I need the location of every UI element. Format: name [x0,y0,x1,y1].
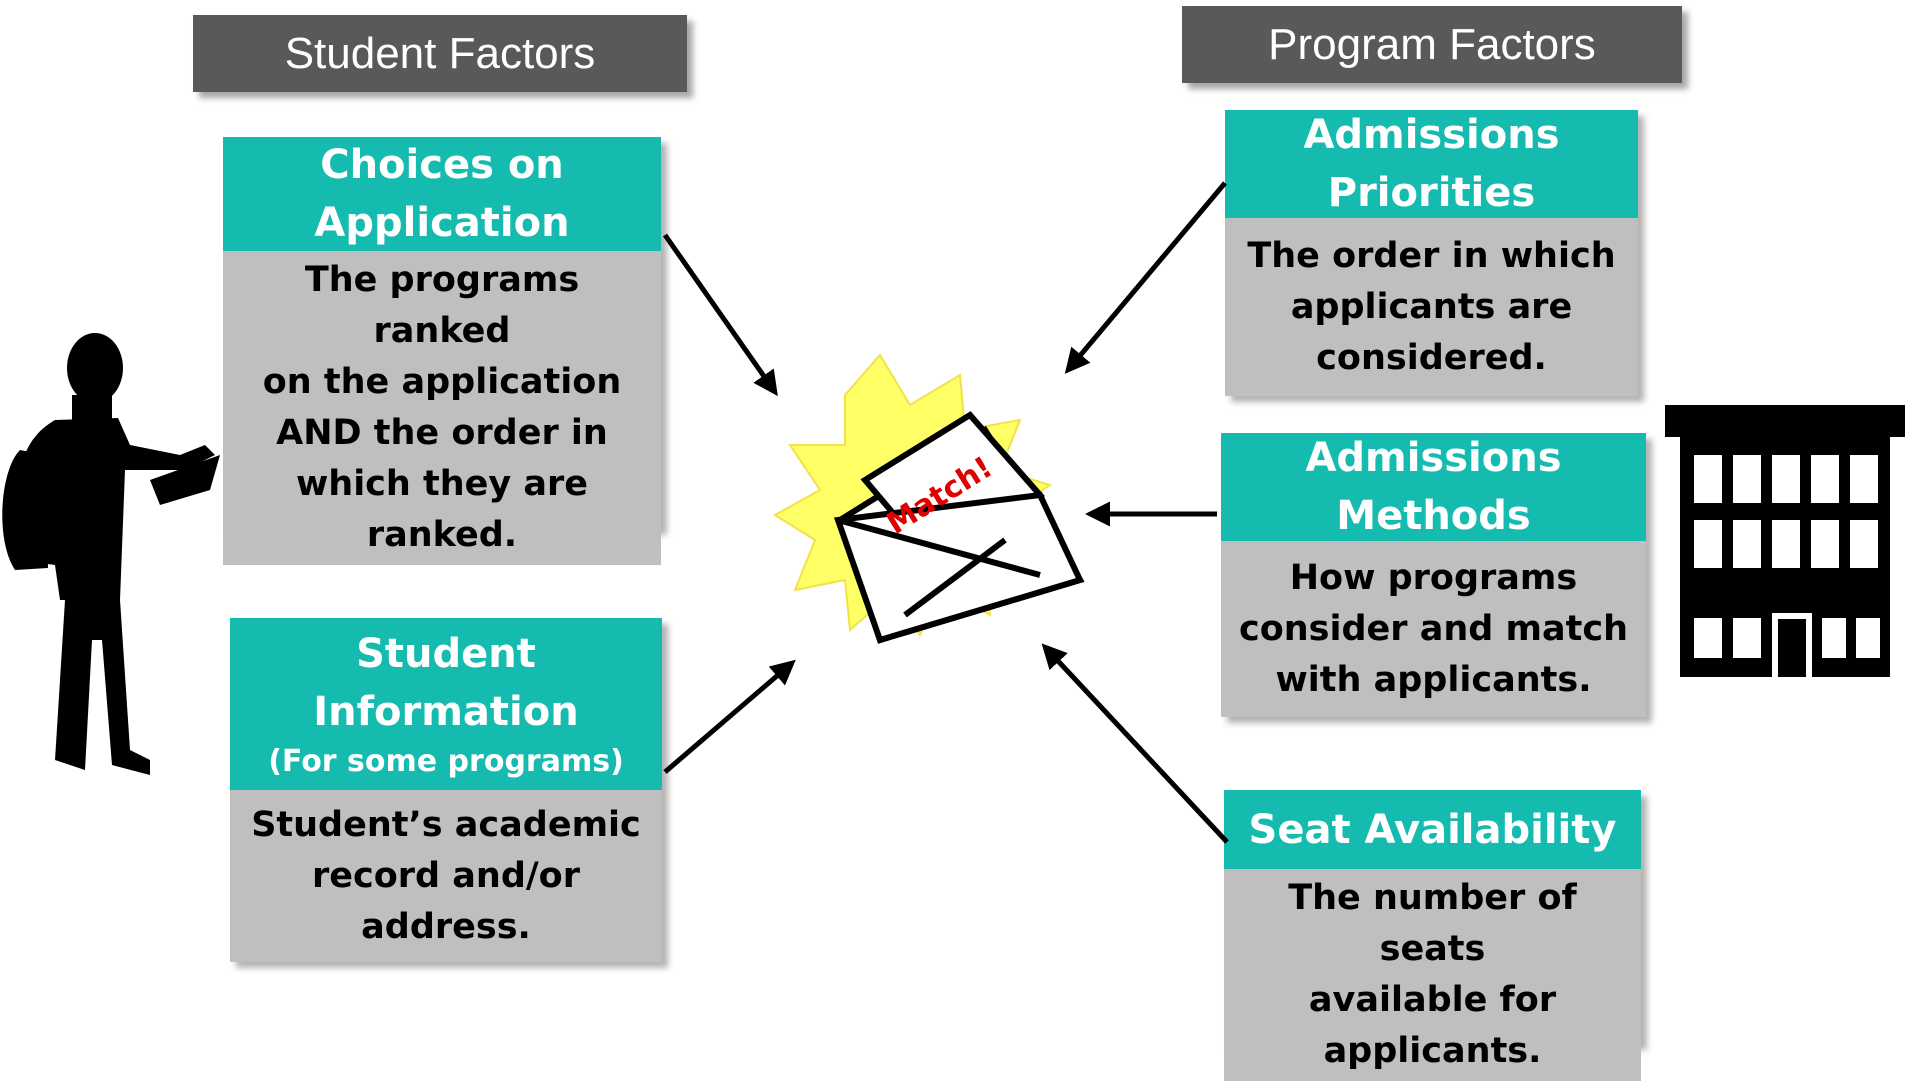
admissions-methods-card: Admissions Methods How programs consider… [1221,433,1646,717]
choices-on-application-title: Choices on Application [223,137,661,251]
arrow-priorities-to-match [1064,181,1227,374]
choices-on-application-body: The programs ranked on the application A… [223,251,661,565]
program-factors-header: Program Factors [1182,6,1682,83]
building-icon [1665,405,1905,677]
admissions-priorities-body: The order in which applicants are consid… [1225,218,1638,396]
admissions-methods-body: How programs consider and match with app… [1221,541,1646,717]
seat-availability-card: Seat Availability The number of seats av… [1224,790,1641,1081]
student-information-title: Student Information (For some programs) [230,618,662,790]
arrow-seats-to-match [1041,643,1229,844]
student-info-body-line: address. [361,906,531,947]
match-factors-diagram: Student Factors Program Factors Choices … [2,6,1905,1081]
seat-availability-body: The number of seats available for applic… [1224,869,1641,1081]
student-info-body-line: record and/or [312,855,580,896]
choices-body-line: which they are [295,464,589,504]
seat-availability-title: Seat Availability [1224,790,1641,869]
match-envelope-icon: Match! [773,353,1085,644]
choices-body-line: on the application [262,362,622,402]
seats-title: Seat Availability [1248,806,1617,853]
admissions-methods-title: Admissions Methods [1221,433,1646,541]
student-information-card: Student Information (For some programs) … [230,618,662,962]
starburst-shape [773,353,1053,638]
student-info-body-line: Student’s academic [251,804,641,845]
priorities-body-line: The order in which [1247,235,1616,276]
priorities-body-line: considered. [1316,337,1547,378]
match-label: Match! [881,450,999,542]
methods-title-line2: Methods [1336,493,1531,539]
methods-body-line: How programs [1289,557,1578,598]
priorities-title-line1: Admissions [1303,112,1560,158]
student-information-body: Student’s academic record and/or address… [230,790,662,962]
choices-title-line2: Application [314,200,570,246]
priorities-title-line2: Priorities [1327,170,1536,216]
arrow-choices-to-match [662,233,778,397]
student-info-title-line1: Student [356,631,536,677]
student-factors-header: Student Factors [193,15,687,92]
methods-body-line: with applicants. [1275,659,1592,700]
admissions-priorities-card: Admissions Priorities The order in which… [1225,110,1638,396]
admissions-priorities-title: Admissions Priorities [1225,110,1638,218]
student-factors-header-label: Student Factors [284,28,596,78]
seats-body-line: applicants. [1323,1031,1542,1071]
arrow-student-info-to-match [663,659,796,774]
student-reading-silhouette-icon [2,333,220,775]
seats-body-line: The number of seats [1288,878,1577,969]
choices-body-line: ranked. [366,515,518,555]
choices-on-application-card: Choices on Application The programs rank… [223,137,661,565]
choices-title-line1: Choices on [320,142,564,188]
choices-body-line: AND the order in [276,413,608,453]
seats-body-line: available for [1308,980,1557,1020]
choices-body-line: The programs ranked [304,260,580,351]
priorities-body-line: applicants are [1290,286,1573,327]
student-info-title-line2: Information [313,689,579,735]
program-factors-header-label: Program Factors [1268,19,1596,69]
student-info-subtitle: (For some programs) [268,744,624,779]
methods-title-line1: Admissions [1305,435,1562,481]
methods-body-line: consider and match [1238,608,1629,649]
